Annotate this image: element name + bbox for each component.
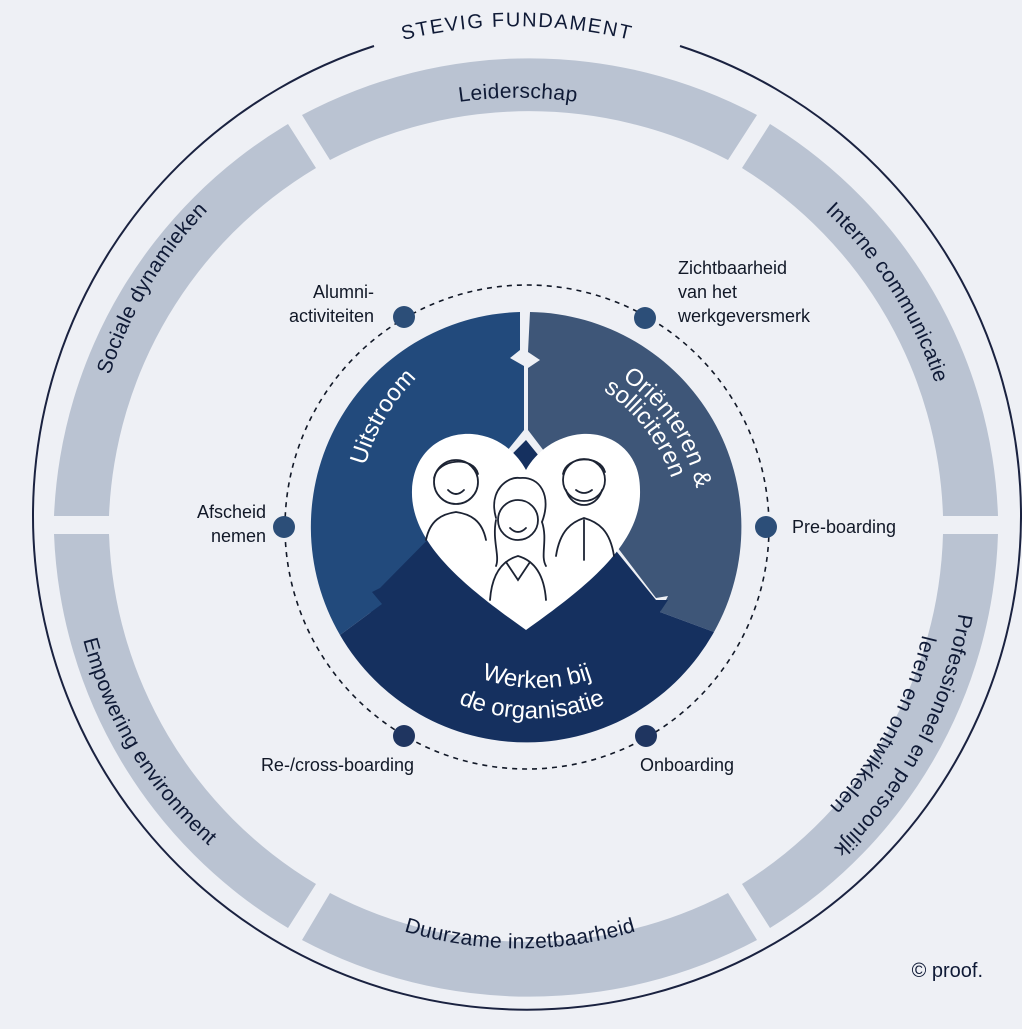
step-label-zicht-line3: werkgeversmerk bbox=[677, 306, 811, 326]
dot-preboarding bbox=[755, 516, 777, 538]
ring-segment-top bbox=[302, 58, 757, 161]
ring-segment-bottom bbox=[302, 893, 757, 997]
step-label-afscheid-line2: nemen bbox=[211, 526, 266, 546]
dot-onboarding bbox=[635, 725, 657, 747]
step-label-zicht-line2: van het bbox=[678, 282, 737, 302]
step-label-onboarding: Onboarding bbox=[640, 755, 734, 775]
ring-label-leiderschap: Leiderschap bbox=[457, 80, 579, 107]
ring-segment-bottom-right bbox=[742, 534, 998, 928]
ring-segment-bottom-left bbox=[54, 534, 316, 928]
step-dots bbox=[273, 306, 777, 747]
step-label-reboarding: Re-/cross-boarding bbox=[261, 755, 414, 775]
people-heart-icon bbox=[411, 433, 641, 630]
foundation-ring bbox=[54, 58, 998, 997]
copyright-proof: © proof. bbox=[912, 960, 983, 982]
step-label-preboarding: Pre-boarding bbox=[792, 517, 896, 537]
outer-circle bbox=[32, 45, 1022, 1011]
ring-segment-top-right bbox=[742, 124, 998, 516]
dot-alumni bbox=[393, 306, 415, 328]
step-label-zicht-line1: Zichtbaarheid bbox=[678, 258, 787, 278]
step-label-afscheid-line1: Afscheid bbox=[197, 502, 266, 522]
step-label-alumni-line2: activiteiten bbox=[289, 306, 374, 326]
dot-afscheid bbox=[273, 516, 295, 538]
dot-reboarding bbox=[393, 725, 415, 747]
dot-zichtbaarheid bbox=[634, 307, 656, 329]
ring-segment-top-left bbox=[54, 124, 316, 516]
step-label-alumni-line1: Alumni- bbox=[313, 282, 374, 302]
heart-shape bbox=[411, 433, 641, 630]
